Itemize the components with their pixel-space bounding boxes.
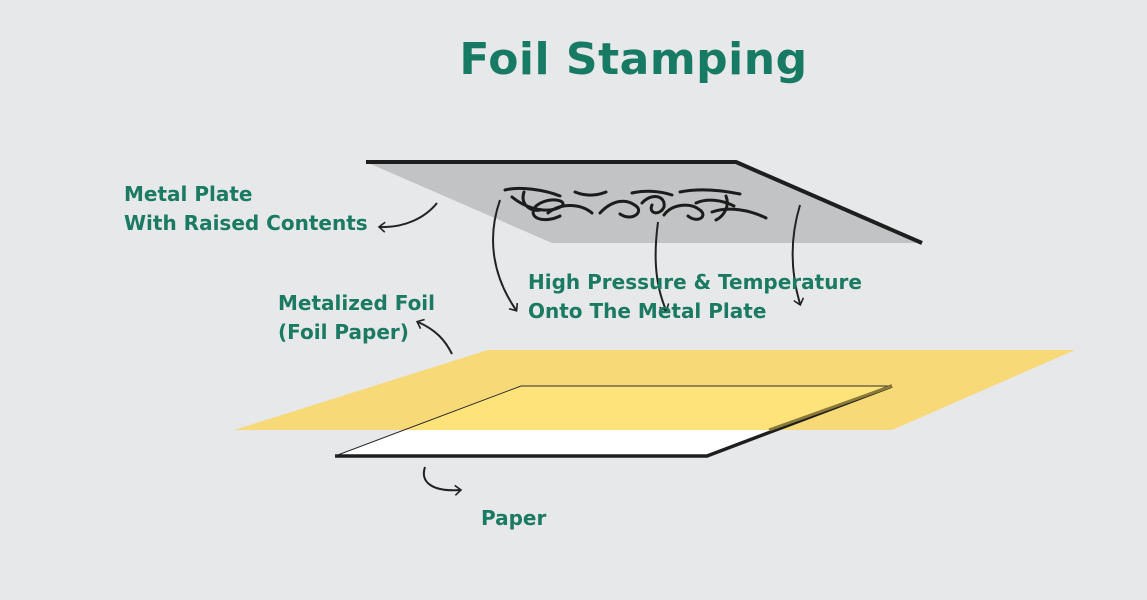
paper-pointer (422, 466, 463, 496)
pressure-arrow-2 (654, 221, 670, 313)
diagram-title: Foil Stamping (459, 34, 808, 85)
pressure-arrows (492, 199, 805, 313)
paper-sheet (334, 384, 893, 458)
foil-label: Metalized Foil (Foil Paper) (278, 291, 436, 344)
raised-calligraphy (503, 186, 768, 222)
foil-pointer (415, 318, 453, 355)
pressure-label: High Pressure & Temperature Onto The Met… (528, 270, 862, 323)
pressure-arrow-1 (492, 199, 519, 312)
paper-label: Paper (481, 506, 547, 530)
pressure-arrow-3 (791, 204, 805, 307)
metal-plate-label: Metal Plate With Raised Contents (124, 182, 368, 235)
metal-plate-pointer (377, 202, 438, 233)
